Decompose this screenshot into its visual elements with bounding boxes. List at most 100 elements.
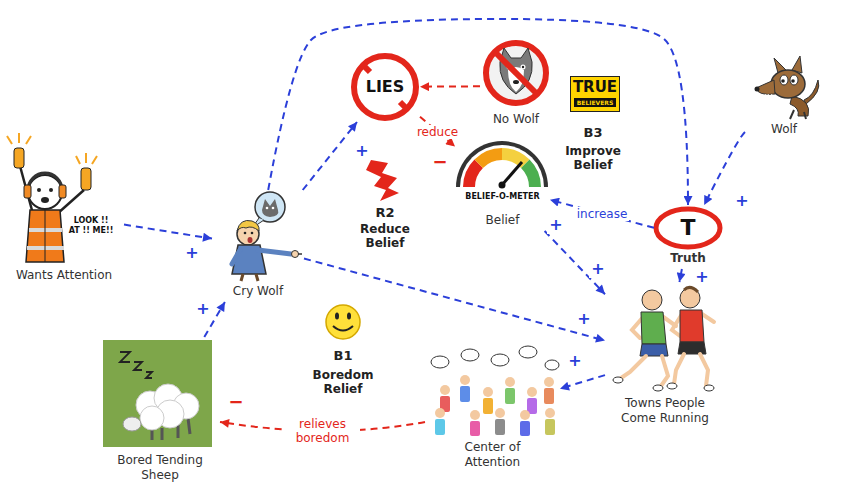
loop-name: Reduce Belief [353,222,417,250]
crowd [483,387,493,397]
boy-crying-wolf [241,274,258,281]
polarity-sign: − [431,151,450,173]
crowd [431,346,559,436]
crowd [495,408,505,418]
crowd [483,398,493,414]
concept-node: LIES [350,52,420,122]
wolf-figure [755,87,760,92]
crowd [435,408,445,418]
link-label: increase [575,207,630,221]
runners [642,290,662,310]
causal-link [124,225,212,239]
wolf-figure [771,70,805,98]
attention-seeker [28,175,62,209]
boy-crying-wolf [248,237,253,243]
polarity-sign: + [353,141,370,160]
node-label: Center of Attention [447,440,538,470]
crowd [431,356,449,368]
boy-crying-wolf [244,232,247,235]
crowd [505,377,515,387]
concept-node: Towns People Come Running [605,282,725,432]
belief-meter [456,141,548,187]
sleeping-sheep [120,352,152,378]
crowd [520,410,530,420]
boy-crying-wolf [237,220,259,231]
attention-seeker [26,210,64,262]
no-wolf-sign [486,43,546,103]
polarity-sign: + [194,299,211,318]
runners [621,356,668,386]
smiley-face [326,305,360,339]
causal-link [303,122,357,190]
node-label: Wants Attention [4,268,124,283]
concept-node: Center of Attention [425,340,560,478]
node-label: BELIEVERS [574,98,616,107]
attention-seeker [20,166,33,214]
no-wolf-sign [521,65,526,70]
smiley-face [347,313,351,320]
crowd [470,421,480,436]
sleeping-sheep [123,417,141,431]
node-inner-text: T [654,216,722,240]
causal-link [679,269,682,282]
lightning-bolt [366,160,399,201]
attention-seeker [37,188,41,192]
no-wolf-sign [513,80,519,84]
node-label: LIES [350,78,420,96]
node-label: Towns People Come Running [615,396,715,426]
node-label: Cry Wolf [212,284,304,299]
polarity-sign: + [733,191,750,210]
crowd [460,386,470,402]
loop-number: B1 [334,348,353,364]
node-label: Truth [654,251,722,266]
polarity-sign: + [183,243,200,262]
boy-crying-wolf [292,251,299,258]
runners [704,385,714,391]
boy-crying-wolf [255,192,285,222]
wolf-figure [790,110,806,119]
wolf-figure [762,94,772,98]
crowd [545,408,555,418]
wolf-figure [790,75,798,85]
crowd [461,349,479,361]
wolf-figure [804,80,819,104]
smiley-face [333,326,353,331]
runners [640,344,668,356]
polarity-sign: + [566,351,583,370]
crowd [470,410,480,420]
lightning-bolt [366,160,399,201]
boy-crying-wolf [251,232,254,235]
node-label: Bored Tending Sheep [100,453,220,483]
causal-link [304,259,605,341]
runners [613,377,623,383]
attention-seeker [81,168,91,190]
boy-crying-wolf [258,250,291,254]
link-label: relieves boredom [286,417,360,445]
no-wolf-sign [495,52,537,94]
runners [680,310,704,342]
boy-crying-wolf [262,199,278,217]
crowd [544,388,554,404]
attention-seeker [45,210,46,262]
no-wolf-sign [486,43,546,103]
node-label: Wolf [745,122,823,137]
polarity-sign: − [227,391,246,413]
logo-badge: TRUEBELIEVERS [570,76,620,112]
concept-node: T Truth [654,205,722,269]
sleeping-sheep [103,340,212,447]
loop-name: Boredom Relief [307,368,379,396]
smiley-face [335,313,339,320]
crowd [435,419,445,435]
causal-link [420,85,480,87]
causal-link [268,19,688,205]
polarity-sign: + [589,259,606,278]
boy-crying-wolf [298,253,302,255]
runners [674,354,708,386]
crowd [527,387,537,397]
attention-seeker [76,153,97,164]
crowd [519,346,537,358]
link-label: reduce [415,125,460,139]
boy-crying-wolf [232,250,240,264]
belief-meter [460,145,544,187]
